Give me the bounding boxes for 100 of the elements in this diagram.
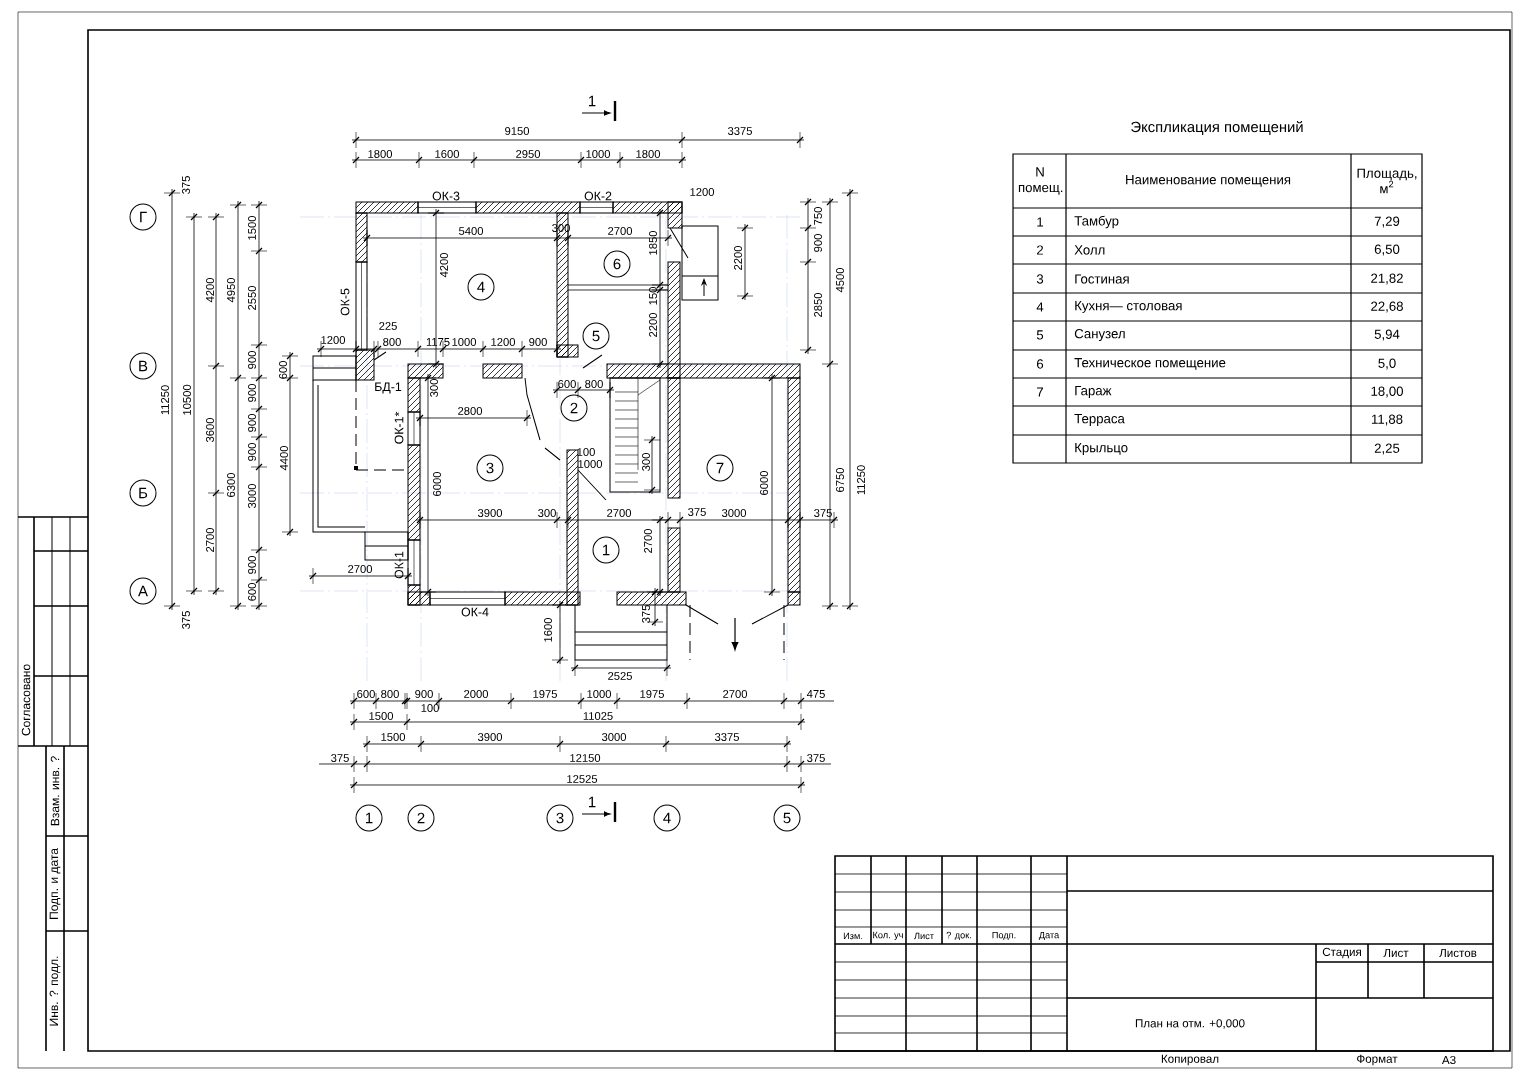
dimension-label: 300 [538,509,556,517]
table-text: 4 [1036,302,1044,312]
dimension-label: 1200 [321,336,346,344]
title-block-text: ? док. [946,931,971,941]
dimension-label: 600 [357,690,375,698]
dimension-label: 2850 [814,292,822,317]
dimension-label: 3375 [728,127,752,135]
table-text: 5 [1036,330,1044,340]
dimension-label: 1975 [640,690,664,698]
table-text: 11,88 [1372,414,1403,426]
dimension-label: 600 [248,583,256,601]
dimension-label: 1800 [636,150,661,158]
dimension-label: 3375 [715,733,739,741]
dimension-label: 1000 [452,338,477,346]
window-label: ОК-1* [394,411,404,444]
window-label: ОК-3 [432,191,460,201]
dimension-label: 100 [421,704,439,712]
dimension-label: 1600 [435,150,460,158]
dimension-label: 4400 [280,445,288,471]
dimension-label: 3000 [722,509,747,517]
dimension-label: 4200 [206,277,214,303]
dimension-label: 6000 [433,471,441,496]
dimension-label: 1000 [586,150,611,158]
table-text: 6 [1037,359,1044,369]
section-number: 1 [588,796,596,808]
dimension-label: 900 [415,690,433,698]
title-block-text: Изм. [843,932,863,940]
strip-label: Взам. инв. ? [50,756,60,826]
title-block-text: Копировал [1161,1054,1219,1066]
title-block-text: Лист [914,932,934,940]
dimension-label: 11250 [857,465,865,495]
dimension-label: 1500 [381,733,406,741]
title-block-text: План на отм. +0,000 [1135,1019,1245,1029]
dimension-label: 1000 [587,690,612,698]
dimension-label: 900 [248,384,256,402]
title-block-text: Кол. уч [873,931,903,941]
table-text: Холл [1074,245,1105,255]
dimension-label: 375 [807,754,825,762]
title-block-text: Подп. [992,931,1016,941]
table-text: 6,50 [1374,244,1400,256]
table-header: Площадь, м$^{2}$ [1357,168,1417,194]
dimension-label: 3900 [478,733,503,741]
window-label: ОК-1 [394,551,404,579]
table-text: 2 [1037,245,1043,255]
strip-label: Подп. и дата [49,848,61,919]
dimension-label: 10500 [183,384,191,415]
window-label: ОК-4 [461,607,489,617]
table-text: Крыльцо [1075,443,1128,455]
dimension-label: 900 [248,556,256,574]
dimension-label: 300 [642,453,650,471]
table-text: Тамбур [1074,215,1119,229]
table-text: 7 [1037,387,1043,397]
dimension-label: 375 [182,176,190,194]
title-block-text: Формат [1357,1054,1398,1066]
table-text: 21,82 [1371,273,1403,285]
dimension-label: 1850 [649,230,657,255]
dimension-label: 6750 [836,467,844,492]
table-header: N помещ. [1018,167,1063,195]
dimension-label: 750 [814,207,822,225]
dimension-label: 2700 [348,565,373,573]
dimension-label: 2000 [464,690,489,698]
dimension-label: 150 [649,287,657,305]
section-number: 1 [588,95,596,107]
title-block-text: Лист [1383,948,1409,958]
dimension-label: 1000 [578,460,603,468]
dimension-label: 800 [585,380,603,388]
dimension-label: 1175 [426,338,450,346]
dimension-label: 2550 [248,285,256,310]
dimension-label: 225 [379,322,397,330]
dimension-label: 3000 [602,733,627,741]
dimension-label: 12150 [570,754,601,762]
table-text: 2,25 [1374,443,1400,455]
table-text: 1 [1037,217,1044,227]
table-text: 5,94 [1374,329,1400,341]
table-text: 22,68 [1371,301,1403,313]
strip-label: Согласовано [21,664,31,736]
dimension-label: 6300 [227,472,235,497]
dimension-label: 2950 [516,150,541,158]
dimension-label: 2200 [734,245,742,270]
dimension-label: 375 [182,611,190,629]
title-block-text: Стадия [1322,947,1361,959]
dimension-label: 800 [381,690,399,698]
table-text: Техническое помещение [1074,358,1226,370]
dimension-label: 375 [688,508,706,516]
dimension-label: 375 [642,605,650,623]
table-text: 5,0 [1378,358,1396,370]
dimension-label: 1500 [369,712,394,720]
dimension-label: 1800 [368,150,393,158]
table-text: Терраса [1074,414,1125,426]
dimension-label: 1600 [544,617,552,642]
dimension-label: 1500 [248,215,256,240]
dimension-label: 100 [577,448,595,456]
strip-label: Инв. ? подл. [49,956,61,1026]
dimension-label: 800 [383,338,401,346]
dimension-label: 2525 [608,672,632,680]
table-text: 3 [1036,274,1044,284]
dimension-label: 900 [248,414,256,432]
dimension-label: 3900 [478,509,503,517]
dimension-label: 3600 [206,417,214,442]
table-text: 18,00 [1371,386,1403,398]
